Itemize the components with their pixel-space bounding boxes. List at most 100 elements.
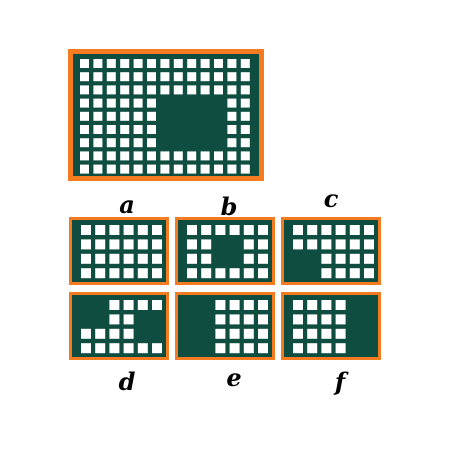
option-b-cell <box>215 268 226 279</box>
option-f-cell <box>335 300 346 310</box>
main-cell <box>187 85 197 95</box>
option-f-cell <box>293 314 303 325</box>
main-cell <box>147 151 156 161</box>
main-cell <box>240 98 250 108</box>
main-cell <box>120 151 130 161</box>
option-b-cell <box>229 268 240 279</box>
main-cell <box>80 59 89 68</box>
main-cell <box>240 164 250 174</box>
main-cell <box>133 85 143 95</box>
option-f-cell <box>293 328 303 339</box>
main-cell <box>106 151 116 161</box>
option-f-cell <box>307 328 318 339</box>
label-f: f <box>333 367 349 396</box>
option-a-cell <box>123 253 134 264</box>
option-e-cell <box>258 314 268 325</box>
option-a-cell <box>95 268 106 279</box>
main-cell <box>240 72 250 82</box>
main-cell <box>120 125 130 134</box>
main-cell <box>240 151 250 161</box>
main-cell <box>214 164 223 174</box>
main-cell <box>227 85 237 95</box>
label-d: d <box>119 367 136 396</box>
option-c-cell <box>321 225 332 235</box>
option-e-cell <box>215 343 226 354</box>
option-d-cell <box>109 300 120 310</box>
main-cell <box>133 98 143 108</box>
option-a-cell <box>123 268 134 279</box>
answer-options <box>69 217 381 360</box>
main-cell <box>173 151 183 161</box>
main-cell <box>106 98 116 108</box>
option-b-panel <box>175 217 275 285</box>
main-cell <box>160 85 170 95</box>
option-a-cell <box>95 239 106 250</box>
main-cell <box>93 98 103 108</box>
main-cell <box>147 85 156 95</box>
option-e-cell <box>243 343 254 354</box>
main-cell <box>80 111 89 121</box>
option-f-cell <box>307 314 318 325</box>
option-b-cell <box>187 253 197 264</box>
option-a-cell <box>152 225 162 235</box>
option-d-cell <box>123 328 134 339</box>
main-cell <box>200 72 210 82</box>
main-cell <box>93 138 103 148</box>
main-cell <box>80 125 89 134</box>
option-a-cell <box>137 253 148 264</box>
main-cell <box>187 164 197 174</box>
option-e-cell <box>258 343 268 354</box>
option-f-panel <box>281 292 381 360</box>
main-cell <box>187 59 197 68</box>
main-cell <box>227 164 237 174</box>
main-cell <box>200 59 210 68</box>
option-c-cell <box>335 253 346 264</box>
main-cell <box>160 59 170 68</box>
option-f-cell <box>321 343 332 354</box>
main-cell <box>106 138 116 148</box>
main-cell <box>240 59 250 68</box>
option-e-cell <box>243 300 254 310</box>
option-c-cell <box>364 253 374 264</box>
option-a-cell <box>109 268 120 279</box>
option-b-cell <box>187 239 197 250</box>
option-b-cell <box>229 225 240 235</box>
main-cell <box>80 98 89 108</box>
option-b-cell <box>243 268 254 279</box>
main-cell <box>93 72 103 82</box>
main-cell <box>120 164 130 174</box>
main-cell <box>133 111 143 121</box>
main-cell <box>147 98 156 108</box>
main-cell <box>200 85 210 95</box>
option-e-cell <box>215 300 226 310</box>
option-d-cell <box>81 343 91 354</box>
main-cell <box>133 151 143 161</box>
main-pattern-panel <box>68 49 264 181</box>
main-cell <box>106 164 116 174</box>
option-d-cell <box>152 300 162 310</box>
option-a-cell <box>81 268 91 279</box>
main-cell <box>80 151 89 161</box>
option-e-cell <box>215 314 226 325</box>
option-b-cell <box>187 225 197 235</box>
option-a-cell <box>123 239 134 250</box>
option-f-cell <box>335 314 346 325</box>
option-d-cell <box>152 343 162 354</box>
option-e-cell <box>229 314 240 325</box>
option-a-cell <box>137 225 148 235</box>
option-c-cell <box>364 239 374 250</box>
main-cell <box>93 85 103 95</box>
main-cell <box>214 59 223 68</box>
option-b-cell <box>201 239 212 250</box>
main-cell <box>227 125 237 134</box>
option-e-cell <box>229 328 240 339</box>
label-e: e <box>226 363 241 392</box>
main-cell <box>173 164 183 174</box>
option-a-cell <box>109 225 120 235</box>
option-c-cell <box>321 268 332 279</box>
option-d-cell <box>137 343 148 354</box>
main-cell <box>227 151 237 161</box>
main-cell <box>120 72 130 82</box>
main-cell <box>120 85 130 95</box>
main-cell <box>147 59 156 68</box>
